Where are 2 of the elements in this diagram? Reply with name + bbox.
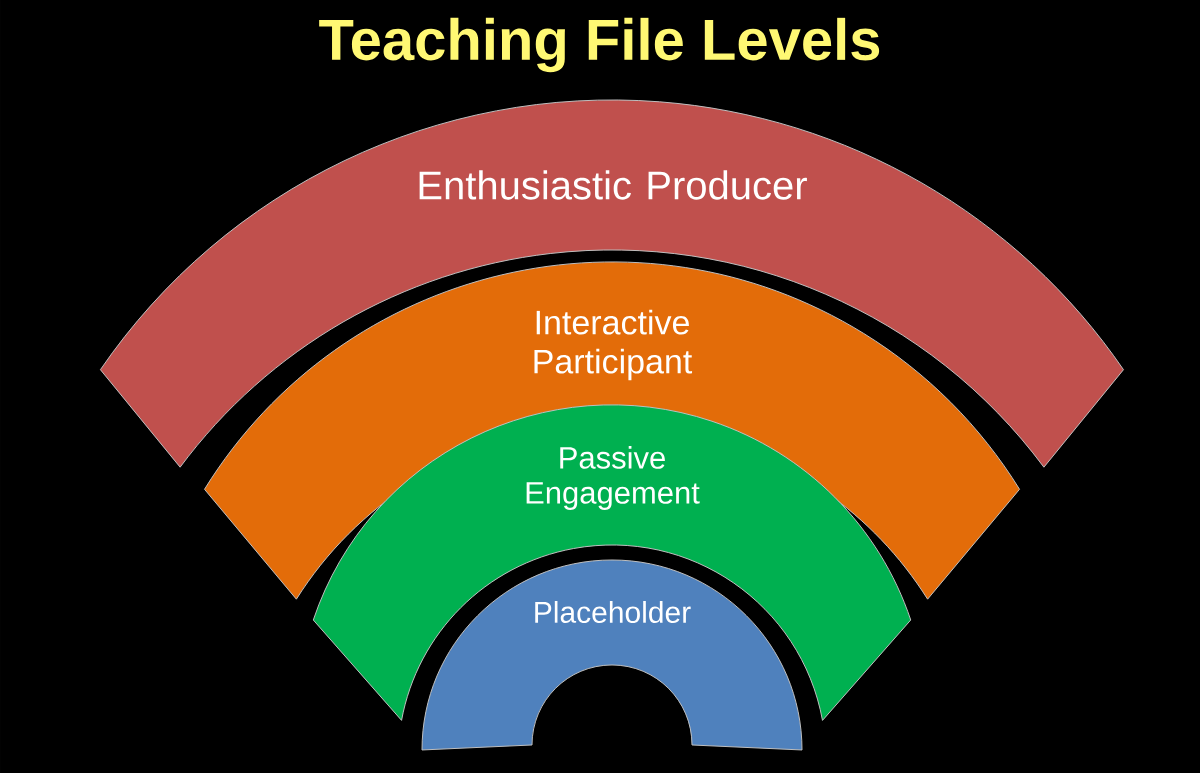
- arc-band: Placeholder: [421, 559, 803, 751]
- title: Teaching File Levels: [319, 17, 880, 73]
